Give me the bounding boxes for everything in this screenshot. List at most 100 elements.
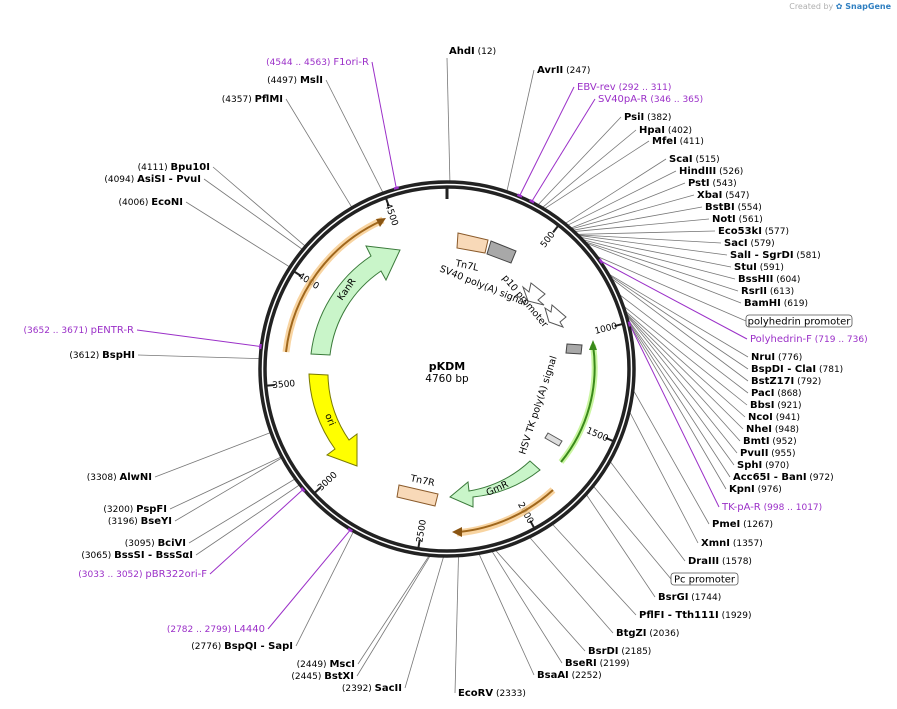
enzyme-name: HindIII xyxy=(679,166,716,177)
enzyme-site-bseri: BseRI (2199) xyxy=(565,658,630,669)
enzyme-position: (3308) xyxy=(87,473,120,483)
enzyme-name: Acc65I xyxy=(733,472,770,483)
enzyme-position: (561) xyxy=(736,215,763,225)
enzyme-position: (952) xyxy=(770,437,797,447)
feature-label-ori: ori xyxy=(322,412,337,428)
enzyme-name: PspFI xyxy=(136,504,167,515)
enzyme-leader xyxy=(607,275,749,382)
enzyme-alt-name: - ClaI xyxy=(784,364,816,375)
primer-leader xyxy=(267,529,351,630)
enzyme-site-pflmi: (4357) PflMI xyxy=(222,94,283,105)
enzyme-leader xyxy=(563,158,667,225)
primer-name: pBR322ori-F xyxy=(145,569,207,580)
tick-mark xyxy=(417,539,421,549)
feature-sv40-polya xyxy=(486,240,517,264)
enzyme-position: (2776) xyxy=(191,642,224,652)
promoter-box xyxy=(670,572,739,586)
enzyme-position: (2392) xyxy=(342,684,375,694)
primer-mark xyxy=(258,343,262,350)
enzyme-site-eco53ki: Eco53kI (577) xyxy=(718,226,789,237)
primer-mark xyxy=(393,186,399,190)
enzyme-leader xyxy=(542,140,650,211)
enzyme-leader xyxy=(582,241,742,304)
enzyme-name: BmtI xyxy=(743,436,770,447)
tick-mark xyxy=(384,197,390,207)
enzyme-position: (4497) xyxy=(267,76,300,86)
enzyme-site-pspfi: (3200) PspFI xyxy=(103,504,167,515)
enzyme-position: (3196) xyxy=(108,517,141,527)
primer-range: (4544 .. 4563) xyxy=(266,58,333,68)
enzyme-site-psti: PstI (543) xyxy=(688,178,737,189)
enzyme-site-sphi: SphI (970) xyxy=(737,460,789,471)
enzyme-leader xyxy=(540,129,637,209)
enzyme-leader xyxy=(169,455,283,510)
tick-label: 3500 xyxy=(272,379,296,391)
tick-mark xyxy=(313,486,322,495)
enzyme-name: NcoI xyxy=(748,412,773,423)
enzyme-position: (1578) xyxy=(719,557,752,567)
enzyme-leader xyxy=(404,554,445,689)
primer-marks xyxy=(258,186,632,533)
enzyme-leader xyxy=(528,535,614,634)
enzyme-leader xyxy=(195,483,302,556)
enzyme-name: MslI xyxy=(300,75,323,86)
enzyme-name: EcoNI xyxy=(151,197,183,208)
enzyme-site-nrui: NruI (776) xyxy=(751,352,802,363)
enzyme-position: (776) xyxy=(775,353,802,363)
enzyme-position: (604) xyxy=(773,275,800,285)
enzyme-site-btgzi: BtgZI (2036) xyxy=(616,628,679,639)
enzyme-site-bsshii: BssHII (604) xyxy=(738,274,800,285)
primer-name: F1ori-R xyxy=(333,57,369,68)
enzyme-site-sacii: (2392) SacII xyxy=(342,683,402,694)
promoter-label: polyhedrin promoter xyxy=(748,317,852,328)
primer-name: TK-pA-R xyxy=(721,502,761,513)
enzyme-alt-name: - BssSαI xyxy=(145,550,193,561)
enzyme-name: NruI xyxy=(751,352,775,363)
enzyme-leader xyxy=(357,554,431,665)
tick-label: 3000 xyxy=(316,470,340,493)
enzyme-name: PflMI xyxy=(255,94,283,105)
feature-green-arrowhead xyxy=(589,340,597,350)
enzyme-site-ecorv: EcoRV (2333) xyxy=(458,688,526,699)
promoter-label: Pc promoter xyxy=(674,575,736,586)
feature-hsv-tk-polya xyxy=(544,432,563,447)
enzyme-name: PacI xyxy=(751,388,774,399)
enzyme-leader xyxy=(605,271,749,358)
tick-mark xyxy=(614,322,624,328)
enzyme-site-bamhi: BamHI (619) xyxy=(744,298,808,309)
enzyme-leader xyxy=(575,234,722,244)
enzyme-name: BseRI xyxy=(565,658,597,669)
enzyme-name: BstBI xyxy=(705,202,735,213)
enzyme-leader xyxy=(572,218,710,233)
enzyme-site-avrii: AvrII (247) xyxy=(537,65,590,76)
enzyme-position: (12) xyxy=(475,47,496,57)
primer-range: (719 .. 736) xyxy=(812,335,868,345)
primer-leader xyxy=(629,323,720,508)
plasmid-size: 4760 bp xyxy=(425,373,469,385)
enzyme-site-pmei: PmeI (1267) xyxy=(712,519,773,530)
feature-gmr xyxy=(449,460,541,508)
primer-sv40pa-r: SV40pA-R (346 .. 365) xyxy=(598,94,703,105)
enzyme-leader xyxy=(621,304,748,406)
enzyme-name: BstZ17I xyxy=(751,376,794,387)
enzyme-site-bspdi: BspDI - ClaI (781) xyxy=(751,364,843,375)
promoter-box xyxy=(745,314,853,328)
enzyme-position: (543) xyxy=(710,179,737,189)
enzyme-name: NotI xyxy=(712,214,736,225)
primer-tk-pa-r: TK-pA-R (998 .. 1017) xyxy=(721,502,822,513)
brand-icon: ✿ xyxy=(835,2,843,11)
primer-leader xyxy=(136,329,261,347)
enzyme-site-bseyi: (3196) BseYI xyxy=(108,516,172,527)
enzyme-site-hpai: HpaI (402) xyxy=(639,125,692,136)
enzyme-position: (613) xyxy=(767,287,794,297)
enzyme-site-mfei: MfeI (411) xyxy=(652,136,704,147)
tick-label: 2500 xyxy=(415,519,429,543)
enzyme-leader xyxy=(569,194,695,230)
enzyme-leader xyxy=(212,166,307,248)
promoter-leader xyxy=(593,254,747,322)
enzyme-name: XbaI xyxy=(697,190,722,201)
primer-name: EBV-rev xyxy=(577,82,616,93)
enzyme-site-paci: PacI (868) xyxy=(751,388,802,399)
feature-tn7r xyxy=(396,484,439,507)
enzyme-site-bstxi: (2445) BstXI xyxy=(291,671,354,682)
